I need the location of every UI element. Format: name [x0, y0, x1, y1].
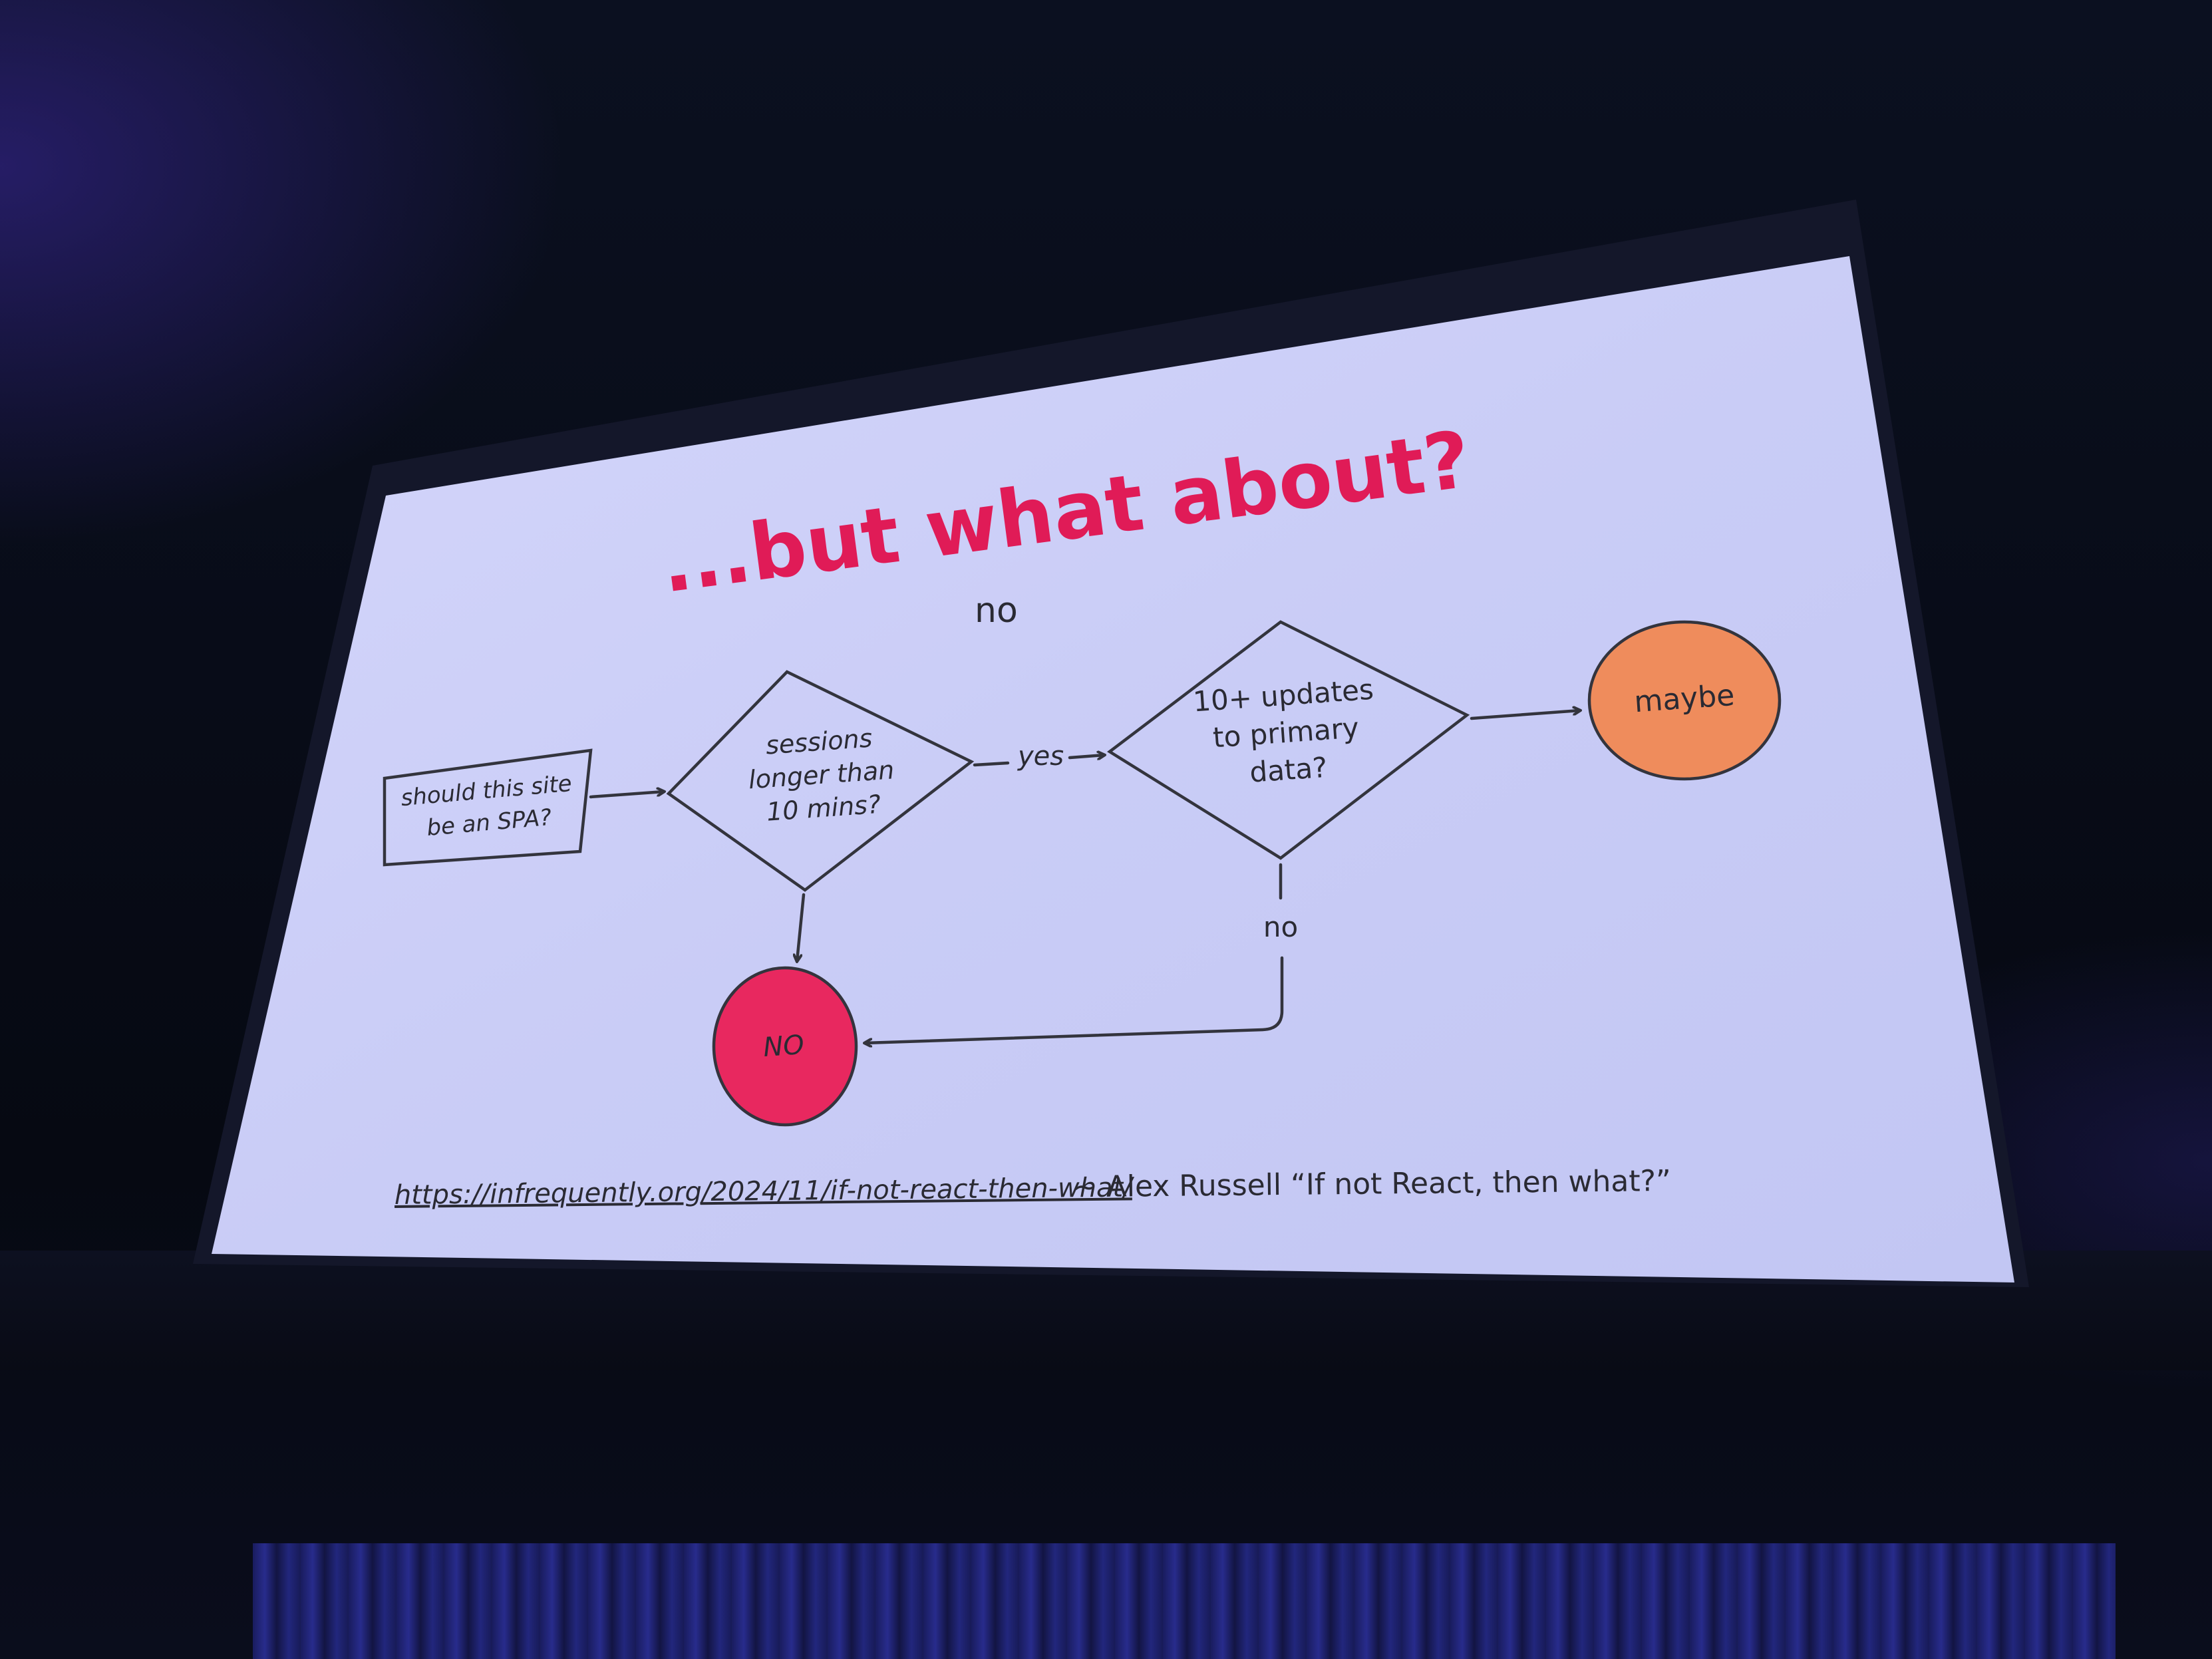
updates-text-line3: data? [1249, 751, 1329, 789]
sessions-decision: sessions longer than 10 mins? [666, 670, 975, 892]
edge-yes-arrow [1068, 755, 1104, 758]
sessions-diamond [666, 670, 975, 892]
no-result-label: NO [762, 1030, 805, 1063]
slide-surface [212, 256, 2014, 1282]
stage-curtain [253, 1543, 2116, 1659]
maybe-label: maybe [1633, 679, 1736, 719]
edge-yes-line-left [973, 761, 1010, 767]
yes-label: yes [1017, 741, 1064, 772]
maybe-result: maybe [1587, 620, 1782, 781]
top-no-label: no [975, 591, 1018, 631]
maybe-circle [1587, 620, 1782, 781]
no-edge-label: no [1263, 911, 1298, 943]
arrow-updates-to-no [865, 956, 1284, 1043]
no-circle [712, 966, 858, 1127]
source-attribution: ~ Alex Russell “If not React, then what?… [1073, 1164, 1671, 1204]
arrow-sessions-to-no [797, 893, 806, 961]
arrow-updates-to-maybe [1470, 710, 1580, 720]
start-box [383, 748, 593, 867]
arrow-start-to-sessions [589, 792, 664, 799]
updates-diamond [1107, 620, 1470, 860]
no-result: NO [712, 966, 858, 1127]
